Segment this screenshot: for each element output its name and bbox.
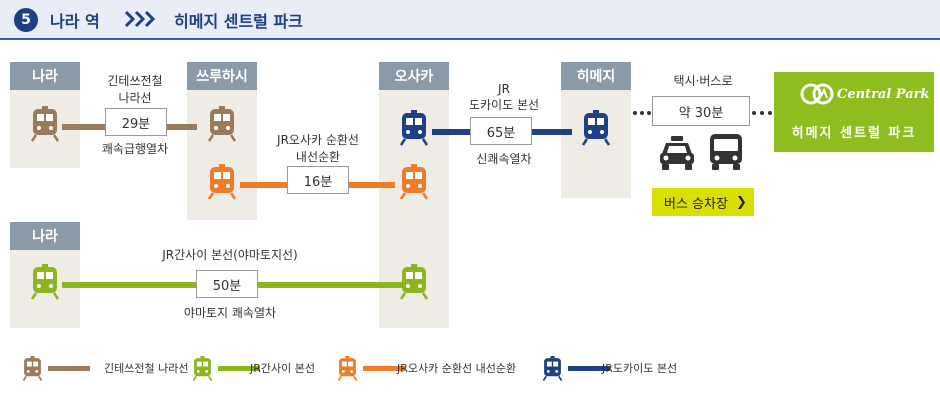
header-bar xyxy=(0,0,940,40)
central-park-logo-icon xyxy=(800,83,834,105)
legend-loop-swatch xyxy=(363,366,405,371)
osaka-loop-time-box: 16분 xyxy=(287,166,349,194)
central-park-logo: Central Park xyxy=(800,82,930,106)
chevron-right-icon: ❯ xyxy=(735,194,747,210)
legend-kintetsu-swatch xyxy=(48,366,90,371)
train-icon xyxy=(581,110,611,150)
osaka-loop-name: JR오사카 순환선 내선순환 xyxy=(277,133,359,164)
taxi-dotted-line-left xyxy=(633,111,651,115)
train-icon xyxy=(337,356,358,384)
central-park-box[interactable]: Central Park 히메지 센트럴 파크 xyxy=(774,72,934,152)
legend-kintetsu-label: 긴테쓰전철 나라선 xyxy=(104,362,189,375)
destination-title: 히메지 센트럴 파크 xyxy=(174,12,303,31)
central-park-label: 히메지 센트럴 파크 xyxy=(791,126,917,141)
tokaido-time-box: 65분 xyxy=(470,117,532,145)
legend-loop-label: JR오사카 순환선 내선순환 xyxy=(397,362,517,375)
kintetsu-time-box: 29분 xyxy=(105,108,167,136)
bus-icon xyxy=(708,132,744,176)
step-number: 5 xyxy=(14,8,38,32)
train-icon xyxy=(399,164,429,204)
train-icon xyxy=(207,164,237,204)
legend-kansai-label: JR간사이 본선 xyxy=(250,362,315,375)
train-icon xyxy=(207,106,237,146)
legend-tokaido-swatch xyxy=(568,366,610,371)
station-label-nara-top: 나라 xyxy=(10,62,80,90)
kintetsu-type: 쾌속급행열차 xyxy=(101,142,169,156)
station-label-nara-bottom: 나라 xyxy=(10,222,80,250)
kintetsu-name: 긴테쓰전철 나라선 xyxy=(107,74,163,105)
bus-stop-button[interactable]: 버스 승차장 ❯ xyxy=(652,188,754,216)
legend-kansai-swatch xyxy=(218,366,260,371)
tokaido-type: 신쾌속열차 xyxy=(476,152,532,166)
train-icon xyxy=(399,264,429,304)
train-icon xyxy=(30,264,60,304)
train-icon xyxy=(192,356,213,384)
station-label-himeji: 히메지 xyxy=(561,62,631,90)
legend-tokaido-label: JR도카이도 본선 xyxy=(602,362,678,375)
station-label-osaka: 오사카 xyxy=(379,62,449,90)
train-icon xyxy=(22,356,43,384)
train-icon xyxy=(30,106,60,146)
chevrons-icon xyxy=(124,9,158,33)
bus-stop-label: 버스 승차장 xyxy=(664,196,728,212)
taxi-icon xyxy=(658,134,696,176)
taxi-bus-time-box: 약 30분 xyxy=(652,96,750,126)
taxi-dotted-line-right xyxy=(752,111,772,115)
origin-title: 나라 역 xyxy=(50,12,100,31)
kansai-name: JR간사이 본선(야마토지선) xyxy=(162,248,298,262)
tokaido-name: JR 도카이도 본선 xyxy=(468,82,540,112)
train-icon xyxy=(399,110,429,150)
train-icon xyxy=(542,356,563,384)
station-label-tsuruhashi: 쓰루하시 xyxy=(187,62,257,90)
taxi-bus-name: 택시·버스로 xyxy=(673,74,733,88)
kansai-type: 야마토지 쾌속열차 xyxy=(183,306,277,320)
central-park-logo-text: Central Park xyxy=(837,86,930,102)
kansai-time-box: 50분 xyxy=(196,270,258,298)
